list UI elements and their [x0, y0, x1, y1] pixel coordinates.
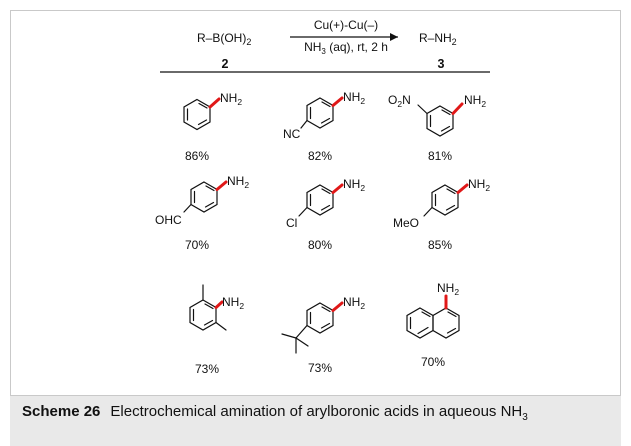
tert-butyl-bond [295, 324, 308, 339]
reactant-number: 2 [222, 57, 229, 71]
yield-6: 85% [428, 238, 452, 252]
caption-text: Electrochemical amination of arylboronic… [110, 403, 528, 423]
caption-label: Scheme 26 [22, 403, 101, 420]
yield-4: 70% [185, 238, 209, 252]
yield-3: 81% [428, 149, 452, 163]
amine-label: NH2 [343, 177, 365, 193]
compound-aniline: NH2 86% [183, 91, 242, 163]
amine-label: NH2 [464, 93, 486, 109]
substituent-label: OHC [155, 213, 182, 227]
cn-bond [208, 97, 221, 109]
yield-1: 86% [185, 149, 209, 163]
reaction-scheme: R–B(OH)2 2 Cu(+)-Cu(–) NH3 (aq), rt, 2 h… [155, 18, 490, 376]
compound-2,6-dimethylaniline: NH2 73% [189, 284, 244, 376]
conditions-bottom: NH3 (aq), rt, 2 h [304, 40, 388, 56]
reaction-header: R–B(OH)2 2 Cu(+)-Cu(–) NH3 (aq), rt, 2 h… [160, 18, 490, 73]
substituent-label: NC [283, 127, 301, 141]
scheme-frame [10, 10, 621, 396]
tert-butyl-methyl [295, 337, 309, 347]
substituent-label: Cl [286, 216, 297, 230]
scheme-caption: Scheme 26 Electrochemical amination of ar… [10, 396, 621, 446]
amine-label: NH2 [227, 174, 249, 190]
methyl-bond [215, 321, 227, 331]
yield-5: 80% [308, 238, 332, 252]
amine-label: NH2 [343, 295, 365, 311]
amine-label: NH2 [343, 90, 365, 106]
amine-label: NH2 [220, 91, 242, 107]
compound-1-naphthylamine: NH2 70% [406, 281, 460, 369]
compound-4-chloroaniline: Cl NH2 80% [286, 177, 365, 252]
compound-3-nitroaniline: O2N NH2 81% [388, 93, 486, 163]
tert-butyl-methyl [281, 333, 297, 339]
substituent-label: O2N [388, 93, 411, 109]
conditions-top: Cu(+)-Cu(–) [314, 18, 378, 32]
reactant-formula: R–B(OH)2 [197, 31, 251, 47]
yield-7: 73% [195, 362, 219, 376]
reaction-arrowhead [390, 33, 398, 41]
substituent-label: MeO [393, 216, 419, 230]
yield-2: 82% [308, 149, 332, 163]
compound-4-methoxyaniline: MeO NH2 85% [393, 177, 490, 252]
amine-label: NH2 [222, 295, 244, 311]
compound-4-tert-butylaniline: NH2 73% [281, 295, 365, 375]
yield-8: 73% [308, 361, 332, 375]
product-formula: R–NH2 [419, 31, 457, 47]
compound-4-cyanoaniline: NC NH2 82% [283, 90, 365, 163]
compound-4-formylaniline: OHC NH2 70% [155, 174, 249, 252]
amine-label: NH2 [468, 177, 490, 193]
yield-9: 70% [421, 355, 445, 369]
product-number: 3 [438, 57, 445, 71]
amine-label: NH2 [437, 281, 459, 297]
